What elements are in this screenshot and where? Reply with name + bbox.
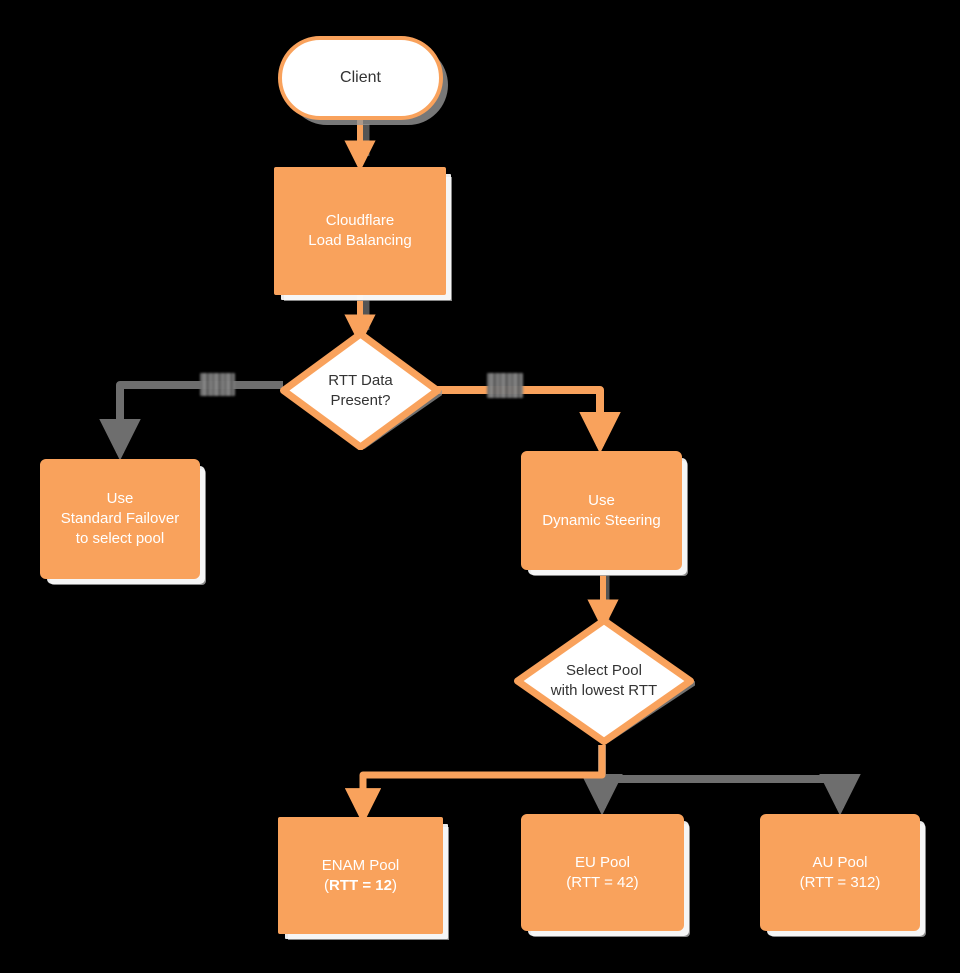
diamond-shape-select-pool [514, 617, 695, 745]
node-label-line-3: to select pool [75, 529, 165, 547]
node-standard-failover-label: Use Standard Failover to select pool [61, 489, 179, 548]
node-au-pool[interactable]: AU Pool (RTT = 312) [760, 814, 920, 931]
node-dynamic-steering[interactable]: Use Dynamic Steering [521, 451, 682, 570]
node-label-line-1: Cloudflare [325, 212, 395, 230]
node-label-line-1: AU Pool [812, 853, 868, 871]
node-eu-pool[interactable]: EU Pool (RTT = 42) [521, 814, 684, 931]
node-standard-failover[interactable]: Use Standard Failover to select pool [40, 459, 200, 579]
node-label-line-2: (RTT = 42) [566, 873, 639, 891]
node-label-line-2: (RTT = 12) [324, 876, 397, 894]
node-enam-pool-label: ENAM Pool (RTT = 12) [322, 856, 400, 896]
edge-select-pool-to-au-pool [602, 773, 861, 816]
edge-rtt-decision-to-dynamic-steering [437, 386, 621, 454]
diamond-shape-rtt [280, 331, 442, 450]
edge-select-pool-to-enam-pool [344, 745, 606, 825]
node-label-line-2: Load Balancing [308, 232, 412, 249]
edge-label-rtt-decision-no [200, 373, 235, 396]
node-client-label: Client [340, 69, 381, 87]
node-label-line-1: EU Pool [574, 853, 630, 871]
node-label-line-2: Standard Failover [60, 510, 180, 528]
edge-label-rtt-decision-yes [487, 373, 523, 398]
node-label-line-1: Use [106, 490, 134, 508]
node-enam-pool-rtt: RTT = 12 [329, 876, 392, 894]
node-label-line-1: Use [588, 491, 615, 509]
node-enam-pool[interactable]: ENAM Pool (RTT = 12) [278, 817, 443, 934]
node-au-pool-label: AU Pool (RTT = 312) [800, 853, 881, 893]
node-client[interactable]: Client [278, 36, 443, 120]
node-cloudflare-load-balancing-label: Cloudflare Load Balancing [308, 211, 411, 251]
node-label-line-1: ENAM Pool [321, 856, 400, 874]
node-cloudflare-load-balancing[interactable]: Cloudflare Load Balancing [274, 167, 446, 295]
node-eu-pool-label: EU Pool (RTT = 42) [566, 853, 638, 893]
node-dynamic-steering-label: Use Dynamic Steering [542, 491, 660, 531]
node-label-line-2: (RTT = 312) [799, 873, 881, 891]
node-label-line-2: Dynamic Steering [542, 511, 661, 529]
node-rtt-data-present-decision[interactable]: RTT Data Present? [279, 331, 442, 450]
node-select-pool-decision[interactable]: Select Pool with lowest RTT [513, 617, 695, 745]
